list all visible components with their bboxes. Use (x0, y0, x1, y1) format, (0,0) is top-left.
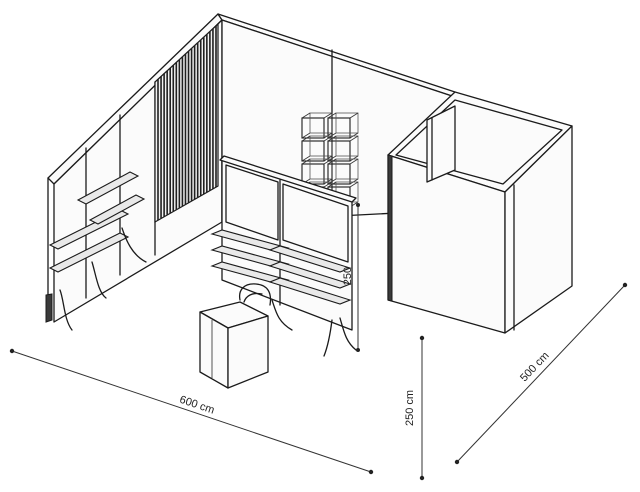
chair (238, 283, 272, 306)
reception-counter (199, 301, 269, 389)
dimension-width (9, 348, 374, 475)
height-label: 250 cm (404, 390, 416, 426)
dimension-height (419, 335, 425, 481)
storage-room (387, 91, 573, 334)
dimension-inner-height (356, 203, 360, 352)
center-display-wall (210, 155, 357, 357)
slatted-wall-panel (154, 22, 219, 224)
left-wall-shelves (45, 171, 147, 331)
dimension-depth (454, 282, 628, 465)
inner-height-label: 250 (342, 267, 354, 285)
